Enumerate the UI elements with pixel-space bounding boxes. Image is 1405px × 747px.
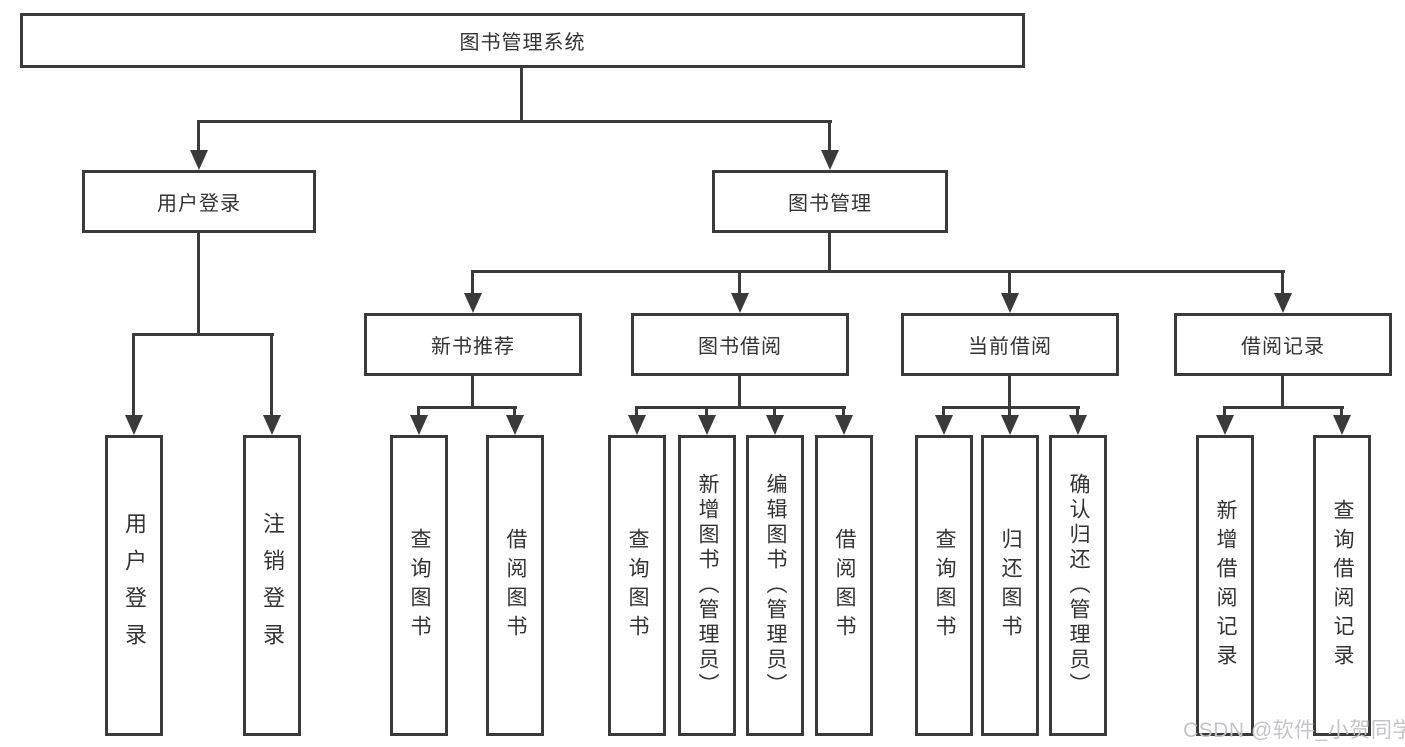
connector-mgmt-stub — [828, 233, 831, 273]
leaf-newbook-query-label: 查询图书 — [408, 527, 431, 644]
node-user-login: 用户登录 — [82, 170, 316, 233]
leaf-newbook-borrow: 借阅图书 — [486, 435, 544, 736]
leaf-current-query-label: 查询图书 — [933, 527, 956, 644]
leaf-borrow-query-label: 查询图书 — [626, 527, 649, 644]
connector-records-drop-1 — [1223, 406, 1226, 419]
leaf-current-return-label: 归还图书 — [999, 527, 1022, 644]
arrow-down-icon — [190, 150, 208, 170]
arrow-down-icon — [1001, 415, 1019, 435]
node-user-login-label: 用户登录 — [157, 193, 241, 215]
arrow-down-icon — [1274, 293, 1292, 313]
connector-newbook-stub — [471, 376, 474, 409]
node-new-book-recommend: 新书推荐 — [364, 313, 582, 376]
leaf-borrow-query: 查询图书 — [608, 435, 666, 736]
leaf-borrow-edit-admin-label: 编辑图书（管理员） — [764, 473, 787, 698]
connector-records-drop-2 — [1340, 406, 1343, 419]
node-current-borrow-label: 当前借阅 — [968, 336, 1052, 358]
connector-current-drop-3 — [1076, 406, 1079, 419]
arrow-down-icon — [506, 415, 524, 435]
csdn-watermark: CSDN @软件_小贺同学 — [1183, 719, 1405, 742]
leaf-logout-label: 注销登录 — [260, 511, 285, 660]
connector-mgmt-hline — [471, 270, 1285, 273]
connector-user-hline — [132, 333, 274, 336]
connector-mgmt-drop-4 — [1281, 270, 1284, 297]
arrow-down-icon — [935, 415, 953, 435]
connector-current-drop-1 — [942, 406, 945, 419]
connector-records-hline — [1223, 406, 1344, 409]
leaf-records-query-label: 查询借阅记录 — [1331, 498, 1354, 673]
connector-borrow-stub — [738, 376, 741, 409]
connector-root-stub — [520, 68, 523, 123]
connector-mgmt-drop-2 — [738, 270, 741, 297]
connector-current-hline — [942, 406, 1080, 409]
connector-user-stub — [197, 233, 200, 335]
leaf-current-return: 归还图书 — [981, 435, 1039, 736]
node-root-label: 图书管理系统 — [459, 32, 586, 54]
arrow-down-icon — [1216, 415, 1234, 435]
leaf-newbook-borrow-label: 借阅图书 — [504, 527, 527, 644]
arrow-down-icon — [263, 415, 281, 435]
arrow-down-icon — [628, 415, 646, 435]
arrow-down-icon — [464, 293, 482, 313]
arrow-down-icon — [731, 293, 749, 313]
connector-borrow-drop-2 — [705, 406, 708, 419]
arrow-down-icon — [410, 415, 428, 435]
arrow-down-icon — [1069, 415, 1087, 435]
connector-user-drop-2 — [270, 333, 273, 419]
connector-borrow-drop-3 — [773, 406, 776, 419]
arrow-down-icon — [835, 415, 853, 435]
node-book-management-label: 图书管理 — [788, 193, 872, 215]
connector-borrow-drop-1 — [635, 406, 638, 419]
connector-user-drop-1 — [132, 333, 135, 419]
leaf-borrow-add-admin-label: 新增图书（管理员） — [696, 473, 719, 698]
leaf-records-add-label: 新增借阅记录 — [1214, 498, 1237, 673]
leaf-user-login-label: 用户登录 — [122, 511, 147, 660]
connector-root-hline — [197, 120, 832, 123]
connector-current-drop-2 — [1008, 406, 1011, 419]
connector-newbook-drop-2 — [513, 406, 516, 419]
leaf-records-query: 查询借阅记录 — [1313, 435, 1371, 736]
leaf-newbook-query: 查询图书 — [390, 435, 448, 736]
arrow-down-icon — [766, 415, 784, 435]
arrow-down-icon — [1333, 415, 1351, 435]
arrow-down-icon — [821, 150, 839, 170]
node-current-borrow: 当前借阅 — [901, 313, 1119, 376]
arrow-down-icon — [1001, 293, 1019, 313]
node-borrow-records-label: 借阅记录 — [1241, 336, 1325, 358]
leaf-borrow-book-label: 借阅图书 — [833, 527, 856, 644]
node-book-borrow: 图书借阅 — [631, 313, 849, 376]
connector-root-drop-left — [197, 120, 200, 153]
connector-newbook-drop-1 — [417, 406, 420, 419]
leaf-borrow-edit-admin: 编辑图书（管理员） — [746, 435, 804, 736]
leaf-records-add: 新增借阅记录 — [1196, 435, 1254, 736]
node-book-management: 图书管理 — [712, 170, 948, 233]
connector-root-drop-right — [828, 120, 831, 153]
connector-borrow-drop-4 — [842, 406, 845, 419]
node-book-borrow-label: 图书借阅 — [698, 336, 782, 358]
node-new-book-recommend-label: 新书推荐 — [431, 336, 515, 358]
leaf-user-login: 用户登录 — [105, 435, 163, 736]
connector-records-stub — [1281, 376, 1284, 409]
arrow-down-icon — [698, 415, 716, 435]
node-root: 图书管理系统 — [20, 13, 1025, 68]
leaf-current-confirm-admin: 确认归还（管理员） — [1049, 435, 1107, 736]
connector-current-stub — [1008, 376, 1011, 409]
connector-borrow-hline — [635, 406, 846, 409]
connector-mgmt-drop-1 — [471, 270, 474, 297]
node-borrow-records: 借阅记录 — [1174, 313, 1392, 376]
leaf-borrow-add-admin: 新增图书（管理员） — [678, 435, 736, 736]
leaf-borrow-book: 借阅图书 — [815, 435, 873, 736]
leaf-current-query: 查询图书 — [915, 435, 973, 736]
leaf-logout: 注销登录 — [243, 435, 301, 736]
arrow-down-icon — [125, 415, 143, 435]
leaf-current-confirm-admin-label: 确认归还（管理员） — [1067, 473, 1090, 698]
connector-newbook-hline — [417, 406, 517, 409]
connector-mgmt-drop-3 — [1008, 270, 1011, 297]
